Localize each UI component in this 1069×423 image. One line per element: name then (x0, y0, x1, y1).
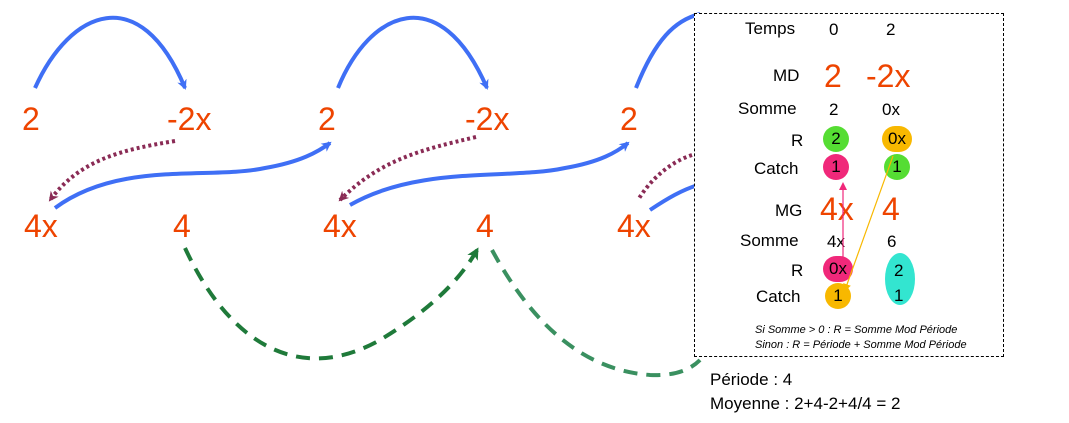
bottom-value-2: 4 (173, 208, 191, 244)
bottom-value-3: 4x (323, 208, 357, 244)
md-catch-bubble-0: 1 (823, 154, 849, 180)
blue-s-curve-1 (53, 141, 332, 210)
md-r-bubble-2: 0x (882, 126, 912, 152)
bottom-value-1: 4x (24, 208, 58, 244)
md-r-bubble-0: 2 (823, 126, 849, 152)
md-catch-bubble-2: 1 (884, 154, 910, 180)
mg-catch-2: 1 (894, 286, 904, 305)
blue-s-curve-2 (349, 141, 630, 207)
top-value-5: 2 (620, 101, 638, 137)
mg-r-2: 2 (894, 261, 904, 280)
top-value-2: -2x (167, 101, 212, 137)
blue-arc-1 (33, 15, 187, 90)
purple-dotted-1 (48, 139, 176, 202)
md-label: MD (773, 66, 800, 85)
md-value-2: -2x (866, 58, 911, 94)
mg-catch-label: Catch (756, 287, 801, 306)
mg-value-0: 4x (820, 191, 854, 227)
md-somme-label: Somme (738, 99, 797, 118)
blue-arc-2 (336, 15, 489, 90)
md-somme-2: 0x (882, 100, 900, 119)
md-somme-0: 2 (829, 100, 839, 119)
mg-catch-bubble-0: 1 (825, 283, 851, 309)
mg-somme-0: 4x (827, 232, 845, 251)
state-table-panel (694, 13, 1004, 357)
green-dashed-1 (183, 247, 479, 361)
bottom-value-4: 4 (476, 208, 494, 244)
time-0: 0 (829, 20, 839, 39)
rule-note-2: Sinon : R = Période + Somme Mod Période (755, 339, 967, 351)
blue-arc-3 (634, 12, 701, 89)
rule-note-1: Si Somme > 0 : R = Somme Mod Période (755, 324, 958, 336)
top-value-1: 2 (22, 101, 40, 137)
purple-dotted-3 (636, 153, 693, 202)
periode-text: Période : 4 (710, 370, 793, 389)
bottom-value-5: 4x (617, 208, 651, 244)
mg-label: MG (775, 201, 803, 220)
md-catch-label: Catch (754, 159, 799, 178)
purple-dotted-2 (338, 135, 477, 202)
mg-r-label: R (791, 261, 804, 280)
time-2: 2 (886, 20, 896, 39)
top-value-3: 2 (318, 101, 336, 137)
md-r-label: R (791, 131, 804, 150)
mg-r-bubble-0: 0x (823, 256, 853, 282)
mg-somme-2: 6 (887, 232, 897, 251)
md-value-0: 2 (824, 58, 842, 94)
top-value-4: -2x (465, 101, 510, 137)
moyenne-text: Moyenne : 2+4-2+4/4 = 2 (710, 394, 901, 413)
mg-somme-label: Somme (740, 231, 799, 250)
green-dashed-2 (490, 249, 702, 378)
blue-s-curve-3 (648, 183, 699, 212)
mg-value-2: 4 (882, 191, 900, 227)
temps-label: Temps (745, 19, 796, 38)
